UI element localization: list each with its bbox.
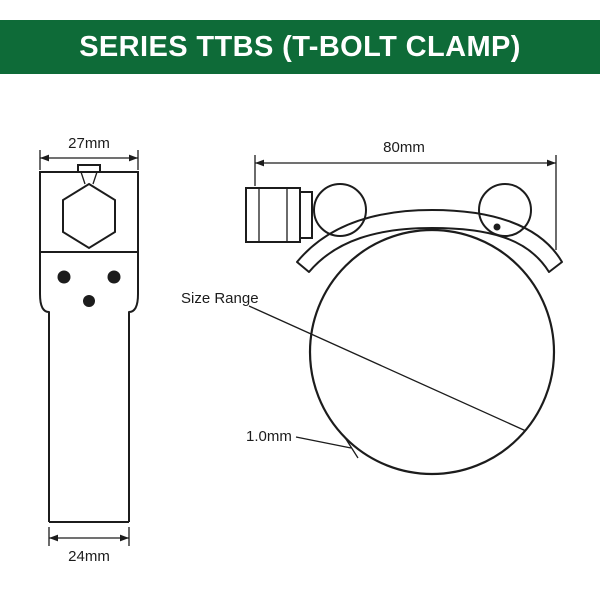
dim-24mm-arrow-left — [49, 534, 58, 542]
dim-24mm-extension-lines — [48, 527, 130, 546]
dim-80mm-arrow-right — [547, 159, 556, 167]
t-bolt-nut-flats — [258, 188, 288, 242]
trunnion-loop-right — [478, 183, 532, 237]
dim-27mm-arrow-left — [40, 154, 49, 162]
dim-label-overall-width: 80mm — [383, 139, 425, 156]
dim-80mm-arrow-left — [255, 159, 264, 167]
t-bolt-nut — [245, 187, 301, 243]
side-view: 80mm Size Range 1.0mm — [181, 139, 563, 476]
saddle-left-edge — [39, 252, 50, 522]
saddle-right-edge — [128, 252, 139, 522]
bolt-slot-tab — [77, 164, 101, 172]
thickness-leader-line — [295, 435, 359, 459]
header-banner: SERIES TTBS (T-BOLT CLAMP) — [0, 20, 600, 74]
size-range-label: Size Range — [181, 290, 259, 307]
dim-label-band-width: 24mm — [68, 548, 110, 565]
hex-bolt-head — [62, 182, 116, 250]
front-view: 27mm 24mm — [39, 135, 139, 565]
rivet-dot-right — [107, 270, 121, 284]
page-title: SERIES TTBS (T-BOLT CLAMP) — [79, 30, 521, 63]
rivet-dot-lower — [83, 295, 95, 307]
rivet-dot-left — [57, 270, 71, 284]
spot-weld-dot — [493, 223, 501, 231]
trunnion-loop-left — [313, 183, 367, 237]
dim-27mm-extension-lines — [39, 150, 139, 170]
clamp-band-circle — [308, 228, 556, 476]
dim-80mm-extension-lines — [254, 155, 557, 250]
thickness-label: 1.0mm — [246, 428, 292, 445]
t-bolt-washer — [299, 191, 313, 239]
dim-label-top-width: 27mm — [68, 135, 110, 152]
dim-27mm-arrow-right — [129, 154, 138, 162]
dim-24mm-arrow-right — [120, 534, 129, 542]
bridge-saddle — [296, 209, 563, 273]
size-range-leader-line — [248, 305, 527, 432]
bolt-shank-lines — [80, 171, 98, 185]
